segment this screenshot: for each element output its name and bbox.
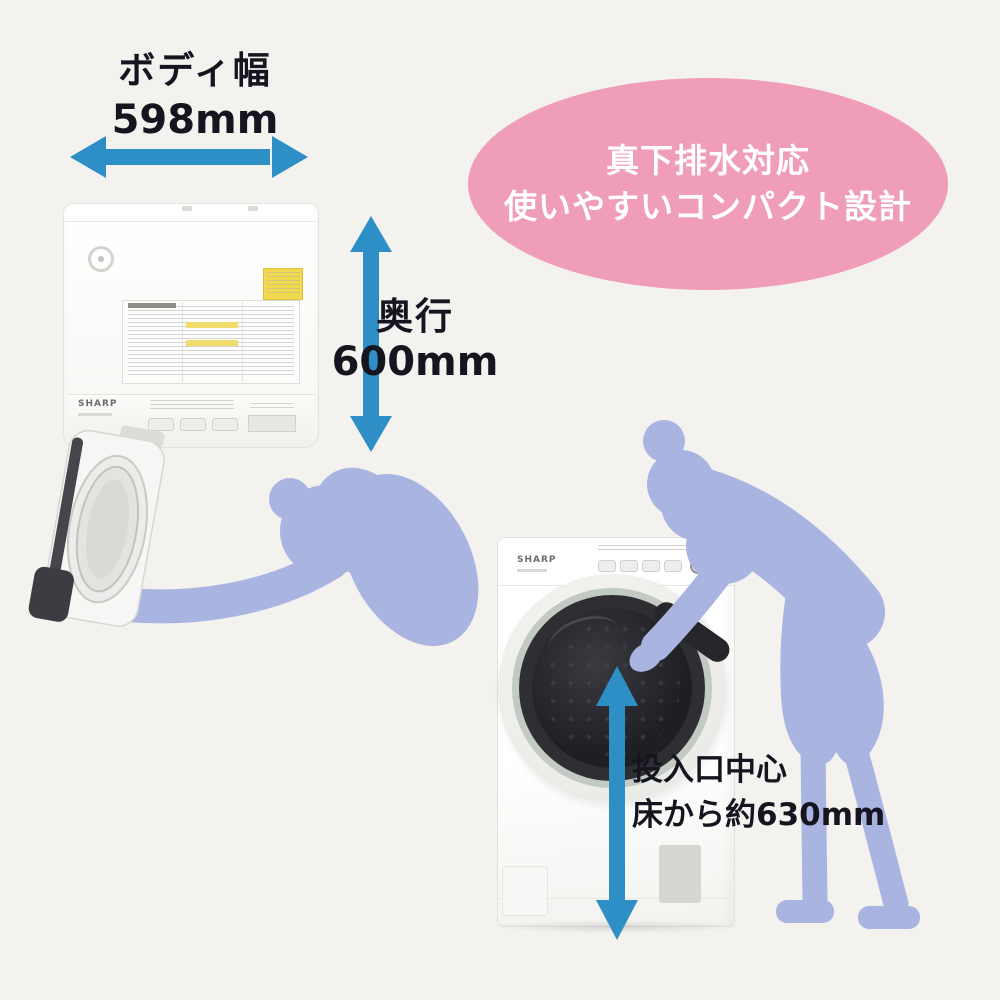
drain-access-panel bbox=[502, 866, 548, 916]
brand-logo-top: SHARP bbox=[78, 399, 118, 409]
port-arrow-head-top bbox=[596, 666, 638, 706]
depth-label: 奥行 600mm bbox=[330, 295, 500, 385]
person-standing-silhouette bbox=[629, 420, 920, 929]
width-arrow-head-left bbox=[70, 136, 106, 178]
power-knob-dot bbox=[98, 256, 104, 262]
person-front-foot bbox=[776, 900, 834, 923]
depth-value: 600mm bbox=[331, 338, 499, 385]
port-height-line2: 床から約630mm bbox=[632, 796, 886, 833]
person-rear-foot bbox=[858, 906, 920, 929]
warning-sticker-lines bbox=[266, 272, 300, 296]
top-panel-button-3 bbox=[212, 418, 238, 431]
shadow-hair-bun bbox=[269, 478, 311, 520]
width-arrow bbox=[70, 136, 308, 178]
lid-hinge-right bbox=[248, 206, 258, 211]
port-arrow-shaft bbox=[609, 704, 625, 902]
body-width-title: ボディ幅 bbox=[118, 49, 272, 92]
filter-door-panel bbox=[659, 845, 701, 903]
lid-seam bbox=[64, 221, 318, 222]
depth-title: 奥行 bbox=[376, 295, 454, 338]
shadow-arm bbox=[101, 545, 349, 624]
person-front-leg bbox=[800, 735, 828, 915]
depth-arrow-shaft bbox=[363, 250, 379, 416]
depth-arrow-head-bottom bbox=[350, 416, 392, 452]
feature-badge-line2: 使いやすいコンパクト設計 bbox=[504, 187, 912, 226]
door-grip bbox=[28, 566, 74, 622]
body-width-value: 598mm bbox=[111, 96, 279, 143]
front-model-bar bbox=[517, 569, 547, 572]
caution-label-header-bar bbox=[128, 303, 176, 308]
person-rear-leg bbox=[843, 739, 909, 917]
port-arrow-head-bottom bbox=[596, 900, 638, 940]
width-arrow-head-right bbox=[272, 136, 308, 178]
top-panel-model-bar bbox=[78, 413, 112, 416]
front-panel-text-lines bbox=[598, 545, 690, 553]
front-panel-button-2 bbox=[620, 560, 638, 572]
power-knob bbox=[88, 246, 114, 272]
port-height-arrow bbox=[596, 666, 638, 940]
front-panel-button-4 bbox=[664, 560, 682, 572]
width-arrow-shaft bbox=[102, 149, 270, 165]
feature-badge-line1: 真下排水対応 bbox=[606, 140, 810, 180]
brand-logo-front: SHARP bbox=[517, 555, 557, 565]
door-edge-strip bbox=[44, 437, 84, 606]
depth-arrow bbox=[350, 216, 392, 452]
front-panel-button-1 bbox=[598, 560, 616, 572]
depth-arrow-head-top bbox=[350, 216, 392, 252]
port-height-label: 投入口中心 床から約630mm bbox=[632, 748, 885, 838]
port-height-line1: 投入口中心 bbox=[632, 752, 787, 788]
lid-hinge-left bbox=[182, 206, 192, 211]
person-shadow-silhouette bbox=[89, 467, 479, 646]
top-panel-button-1 bbox=[148, 418, 174, 431]
caution-label-highlight-1 bbox=[186, 322, 238, 328]
top-panel-text-lines bbox=[150, 400, 234, 409]
body-width-label: ボディ幅 598mm bbox=[40, 49, 350, 143]
top-panel-display-lines bbox=[250, 403, 294, 411]
top-panel-display bbox=[248, 415, 296, 432]
open-door bbox=[28, 425, 165, 627]
caution-label-highlight-2 bbox=[186, 340, 238, 346]
person-arm bbox=[641, 545, 743, 661]
feature-badge: 真下排水対応 使いやすいコンパクト設計 bbox=[468, 78, 948, 290]
person-hand bbox=[629, 642, 663, 672]
door-glass-ring-inner bbox=[85, 479, 129, 579]
person-skirt bbox=[780, 582, 884, 766]
top-panel-button-2 bbox=[180, 418, 206, 431]
caution-label-divider-2 bbox=[242, 302, 243, 382]
caution-label-divider-1 bbox=[182, 302, 183, 382]
front-panel-button-3 bbox=[642, 560, 660, 572]
